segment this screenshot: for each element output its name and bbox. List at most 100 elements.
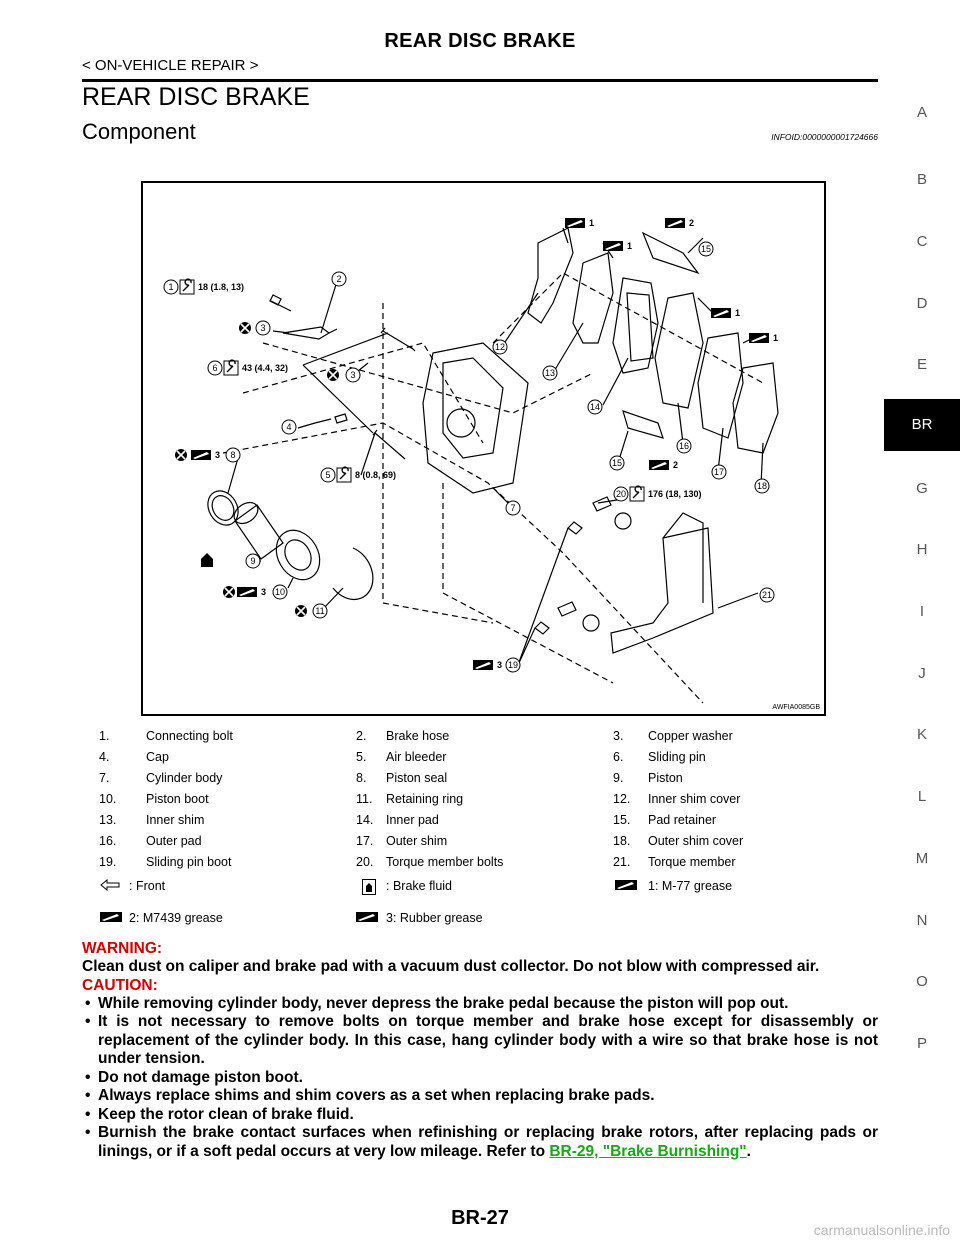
- legend-name: Cylinder body: [146, 771, 223, 785]
- side-index-o[interactable]: O: [916, 973, 928, 990]
- info-id: INFOID:0000000001724666: [771, 132, 878, 142]
- legend-name: Outer shim cover: [648, 834, 744, 848]
- legend-row: 1.Connecting bolt 2.Brake hose 3.Copper …: [82, 729, 878, 750]
- side-index-br-active[interactable]: BR: [884, 399, 960, 451]
- callout-15a: 15: [701, 244, 711, 254]
- callout-15b: 15: [612, 458, 622, 468]
- side-index-l[interactable]: L: [917, 788, 927, 805]
- callout-7: 7: [510, 503, 515, 513]
- legend-name: Inner shim cover: [648, 792, 741, 806]
- grease-mark-1c: 1: [735, 308, 740, 318]
- brake-burnishing-link[interactable]: BR-29, "Brake Burnishing": [549, 1142, 747, 1160]
- legend-name: Torque member: [648, 855, 736, 869]
- legend-num: 4.: [99, 750, 110, 764]
- side-index-i[interactable]: I: [919, 603, 925, 620]
- grease-mark-3b: 3: [261, 587, 266, 597]
- callout-13: 13: [545, 368, 555, 378]
- callout-19: 19: [508, 660, 518, 670]
- legend-num: 9.: [613, 771, 624, 785]
- legend-row: 10.Piston boot 11.Retaining ring 12.Inne…: [82, 792, 878, 813]
- legend-num: 11.: [356, 792, 373, 806]
- callout-16: 16: [679, 441, 689, 451]
- legend-name: Sliding pin boot: [146, 855, 232, 869]
- side-index-n[interactable]: N: [916, 912, 928, 929]
- legend-num: 20.: [356, 855, 374, 869]
- grease-mark-1d: 1: [773, 333, 778, 343]
- legend-name: Retaining ring: [386, 792, 464, 806]
- caution-bullet: Keep the rotor clean of brake fluid.: [82, 1106, 878, 1125]
- side-index-c[interactable]: C: [916, 233, 928, 250]
- grease-mark-3a: 3: [215, 450, 220, 460]
- warning-text: Clean dust on caliper and brake pad with…: [82, 958, 820, 975]
- legend-name: Piston boot: [146, 792, 209, 806]
- side-index-b[interactable]: B: [916, 171, 927, 188]
- legend-name: Air bleeder: [386, 750, 447, 764]
- legend-name: Piston seal: [386, 771, 448, 785]
- legend-name: Torque member bolts: [386, 855, 504, 869]
- callout-20: 20: [616, 489, 626, 499]
- callout-3a: 3: [260, 323, 265, 333]
- exploded-view-figure: 1 2 3 6 3 4 5 7 8 9 10 11 12 13 14 15 15…: [141, 181, 826, 716]
- grease-mark-2a: 2: [689, 218, 694, 228]
- caution-bullet: It is not necessary to remove bolts on t…: [82, 1013, 878, 1069]
- notes-section: WARNING: Clean dust on caliper and brake…: [82, 940, 878, 1161]
- callout-8: 8: [230, 450, 235, 460]
- caution-bullet: Do not damage piston boot.: [82, 1069, 878, 1088]
- page-number: BR-27: [451, 1207, 509, 1229]
- legend-num: 15.: [613, 813, 631, 827]
- callout-17: 17: [714, 467, 724, 477]
- legend-num: 5.: [356, 750, 367, 764]
- grease-icon: [615, 879, 637, 894]
- legend-row: 16.Outer pad 17.Outer shim 18.Outer shim…: [82, 834, 878, 855]
- legend-name: Sliding pin: [648, 750, 706, 764]
- legend-num: 3.: [613, 729, 624, 743]
- legend-num: 19.: [99, 855, 117, 869]
- callout-11: 11: [315, 606, 324, 616]
- callout-21: 21: [762, 590, 772, 600]
- callout-3b: 3: [350, 370, 355, 380]
- legend-name: Brake hose: [386, 729, 450, 743]
- legend-row: 19. Sliding pin boot 20. Torque member bol…: [82, 855, 878, 876]
- side-index-d[interactable]: D: [916, 295, 928, 312]
- legend-row: 13.Inner shim 14.Inner pad 15.Pad retain…: [82, 813, 878, 834]
- symbol-key-row: : Front : Brake fluid 1: M-77 grease: [82, 878, 878, 900]
- brake-exploded-diagram: 1 2 3 6 3 4 5 7 8 9 10 11 12 13 14 15 15…: [163, 218, 779, 704]
- grease-mark-1a: 1: [589, 218, 594, 228]
- page-header-title: REAR DISC BRAKE: [384, 30, 576, 52]
- side-index-j[interactable]: J: [918, 665, 926, 682]
- burnishing-end: .: [746, 1142, 751, 1160]
- side-index-k[interactable]: K: [916, 726, 927, 743]
- side-index-e[interactable]: E: [916, 356, 927, 373]
- torque-label-5: 8 (0.8, 69): [355, 470, 396, 480]
- side-index-h[interactable]: H: [916, 541, 928, 558]
- callout-18: 18: [757, 481, 767, 491]
- grease-icon: [100, 911, 122, 926]
- component-title: Component: [82, 119, 196, 144]
- callout-12: 12: [495, 342, 505, 352]
- legend-num: 8.: [356, 771, 367, 785]
- legend-name: Cap: [146, 750, 169, 764]
- brake-fluid-icon: [362, 879, 376, 898]
- symbol-key-row: 2: M7439 grease 3: Rubber grease: [82, 911, 878, 932]
- legend-name: Connecting bolt: [146, 729, 233, 743]
- side-index-a[interactable]: A: [916, 104, 927, 121]
- caution-bullet-burnishing: Burnish the brake contact surfaces when …: [82, 1124, 878, 1161]
- legend-num: 1.: [99, 729, 110, 743]
- legend-num: 10.: [99, 792, 117, 806]
- warning-label: WARNING:: [82, 940, 163, 957]
- side-index-m[interactable]: M: [915, 850, 929, 867]
- legend-name: Outer shim: [386, 834, 448, 848]
- symbol-grease-3-text: 3: Rubber grease: [386, 911, 483, 925]
- figure-code: AWFIA0085GB: [772, 704, 820, 711]
- side-index-p[interactable]: P: [916, 1035, 927, 1052]
- symbol-grease-2-text: 2: M7439 grease: [129, 911, 223, 925]
- legend-num: 17.: [356, 834, 374, 848]
- symbol-brake-fluid-text: : Brake fluid: [386, 879, 453, 893]
- caution-bullet: While removing cylinder body, never depr…: [82, 995, 878, 1014]
- legend-name: Piston: [648, 771, 683, 785]
- torque-label-20: 176 (18, 130): [648, 489, 702, 499]
- legend-row: 7.Cylinder body 8.Piston seal 9.Piston: [82, 771, 878, 792]
- side-index-g[interactable]: G: [916, 480, 928, 497]
- grease-mark-3c: 3: [497, 660, 502, 670]
- legend-name: Inner shim: [146, 813, 205, 827]
